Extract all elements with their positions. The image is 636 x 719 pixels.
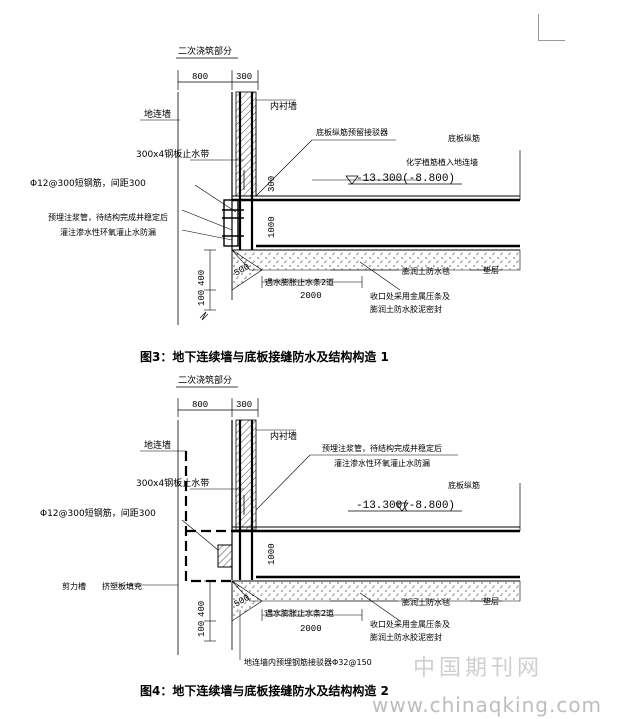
grout-pipe-label-1: 预埋注浆管，待结构完成并稳定后 [48, 212, 168, 222]
swell-waterproof-label: 膨润土防水毯 [402, 266, 450, 276]
slab-rebar-label: 底板纵筋 [448, 133, 480, 143]
dim-1000-vertical: 1000 [267, 543, 277, 565]
secondary-pour-label: 二次浇筑部分 [178, 374, 232, 386]
wall-coupler-label: 地连墙内预埋钢筋接驳器Φ32@150 [244, 657, 372, 667]
inner-wall-label: 内衬墙 [270, 430, 297, 442]
secondary-pour-label: 二次浇筑部分 [178, 45, 232, 57]
figure-4-drawing: 二次浇筑部分 800 300 内衬墙 地连墙 预埋注浆管，待结构完成并稳定后 灌… [40, 374, 521, 667]
grout-pipe-label-2: 灌注渗水性环氧灌止水防漏 [60, 227, 156, 237]
dim-300: 300 [236, 400, 252, 410]
dim-100: 100 [197, 621, 207, 637]
dim-2000: 2000 [300, 291, 322, 301]
top-dimension [177, 70, 259, 90]
shear-groove-label: 剪力槽 [62, 581, 86, 591]
edge-seal-label-2: 膨润土防水胶泥密封 [370, 632, 442, 642]
inner-wall-label: 内衬墙 [270, 100, 297, 112]
diaphragm-wall [177, 420, 240, 655]
grout-pipe-label-2: 灌注渗水性环氧灌止水防漏 [334, 458, 430, 468]
leader-lines [120, 450, 502, 660]
diaphragm-wall-label: 地连墙 [144, 439, 171, 451]
steel-waterstop-label: 300x4钢板止水带 [136, 477, 209, 489]
figure-3-drawing: 二次浇筑部分 800 300 内衬墙 地连墙 底板纵筋预留接驳器 300x4钢板… [30, 45, 521, 325]
reserved-coupler-label: 底板纵筋预留接驳器 [316, 127, 388, 137]
steel-waterstop-label: 300x4钢板止水带 [136, 148, 209, 160]
steel-waterstop [222, 170, 245, 247]
elevation-value: -13.300(-8.800) [356, 173, 455, 185]
dim-400: 400 [197, 601, 207, 617]
grout-pipe-label-1: 预埋注浆管，待结构完成并稳定后 [322, 443, 442, 453]
leader-lines [140, 119, 502, 291]
cushion-layer [231, 249, 521, 300]
swell-waterproof-label: 膨润土防水毯 [402, 597, 450, 607]
watermark-url: www.chinaqking.com [372, 693, 603, 717]
edge-seal-label-2: 膨润土防水胶泥密封 [370, 304, 442, 314]
figure-3-caption: 图3：地下连续墙与底板接缝防水及结构构造 1 [140, 350, 389, 364]
edge-seal-label-1: 收口处采用金属压条及 [370, 291, 450, 301]
elevation-marker [345, 175, 462, 185]
diaphragm-wall [177, 92, 233, 325]
dim-800: 800 [192, 400, 208, 410]
dim-1000-vertical: 1000 [267, 216, 277, 238]
shear-groove [217, 495, 245, 568]
diaphragm-wall-label: 地连墙 [144, 108, 171, 120]
dim-400: 400 [197, 270, 207, 286]
elevation-marker [348, 502, 462, 512]
dim-300: 300 [236, 72, 252, 82]
floor-slab [232, 483, 521, 582]
left-dimensions [204, 249, 363, 311]
cushion-label: 垫层 [483, 596, 499, 606]
inner-lining-wall [235, 91, 296, 250]
cushion-layer [231, 580, 521, 650]
page-corner-mark [538, 14, 565, 41]
swell-strip-label: 遇水膨胀止水条2道 [265, 277, 334, 287]
dim-100: 100 [197, 290, 207, 306]
slab-rebar-label: 底板纵筋 [448, 480, 480, 490]
dim-800: 800 [192, 72, 208, 82]
short-rebar-label: Φ12@300短钢筋，间距300 [40, 507, 156, 519]
edge-seal-label-1: 收口处采用金属压条及 [370, 619, 450, 629]
left-dimensions [204, 580, 363, 642]
elevation-value: -13.300(-8.800) [356, 500, 455, 512]
foam-fill-label: 挤塑板填充 [102, 581, 142, 591]
watermark-chinese: 中国期刊网 [413, 656, 544, 681]
top-dimension [177, 398, 259, 417]
chem-anchor-label: 化学植筋植入地连墙 [406, 157, 478, 167]
dim-300-vertical: 300 [267, 176, 277, 192]
figure-4-caption: 图4：地下连续墙与底板接缝防水及结构构造 2 [140, 684, 389, 698]
dim-2000: 2000 [300, 624, 322, 634]
short-rebar-label: Φ12@300短钢筋，间距300 [30, 177, 146, 189]
swell-strip-label: 遇水膨胀止水条2道 [265, 608, 334, 618]
cushion-label: 垫层 [483, 265, 499, 275]
